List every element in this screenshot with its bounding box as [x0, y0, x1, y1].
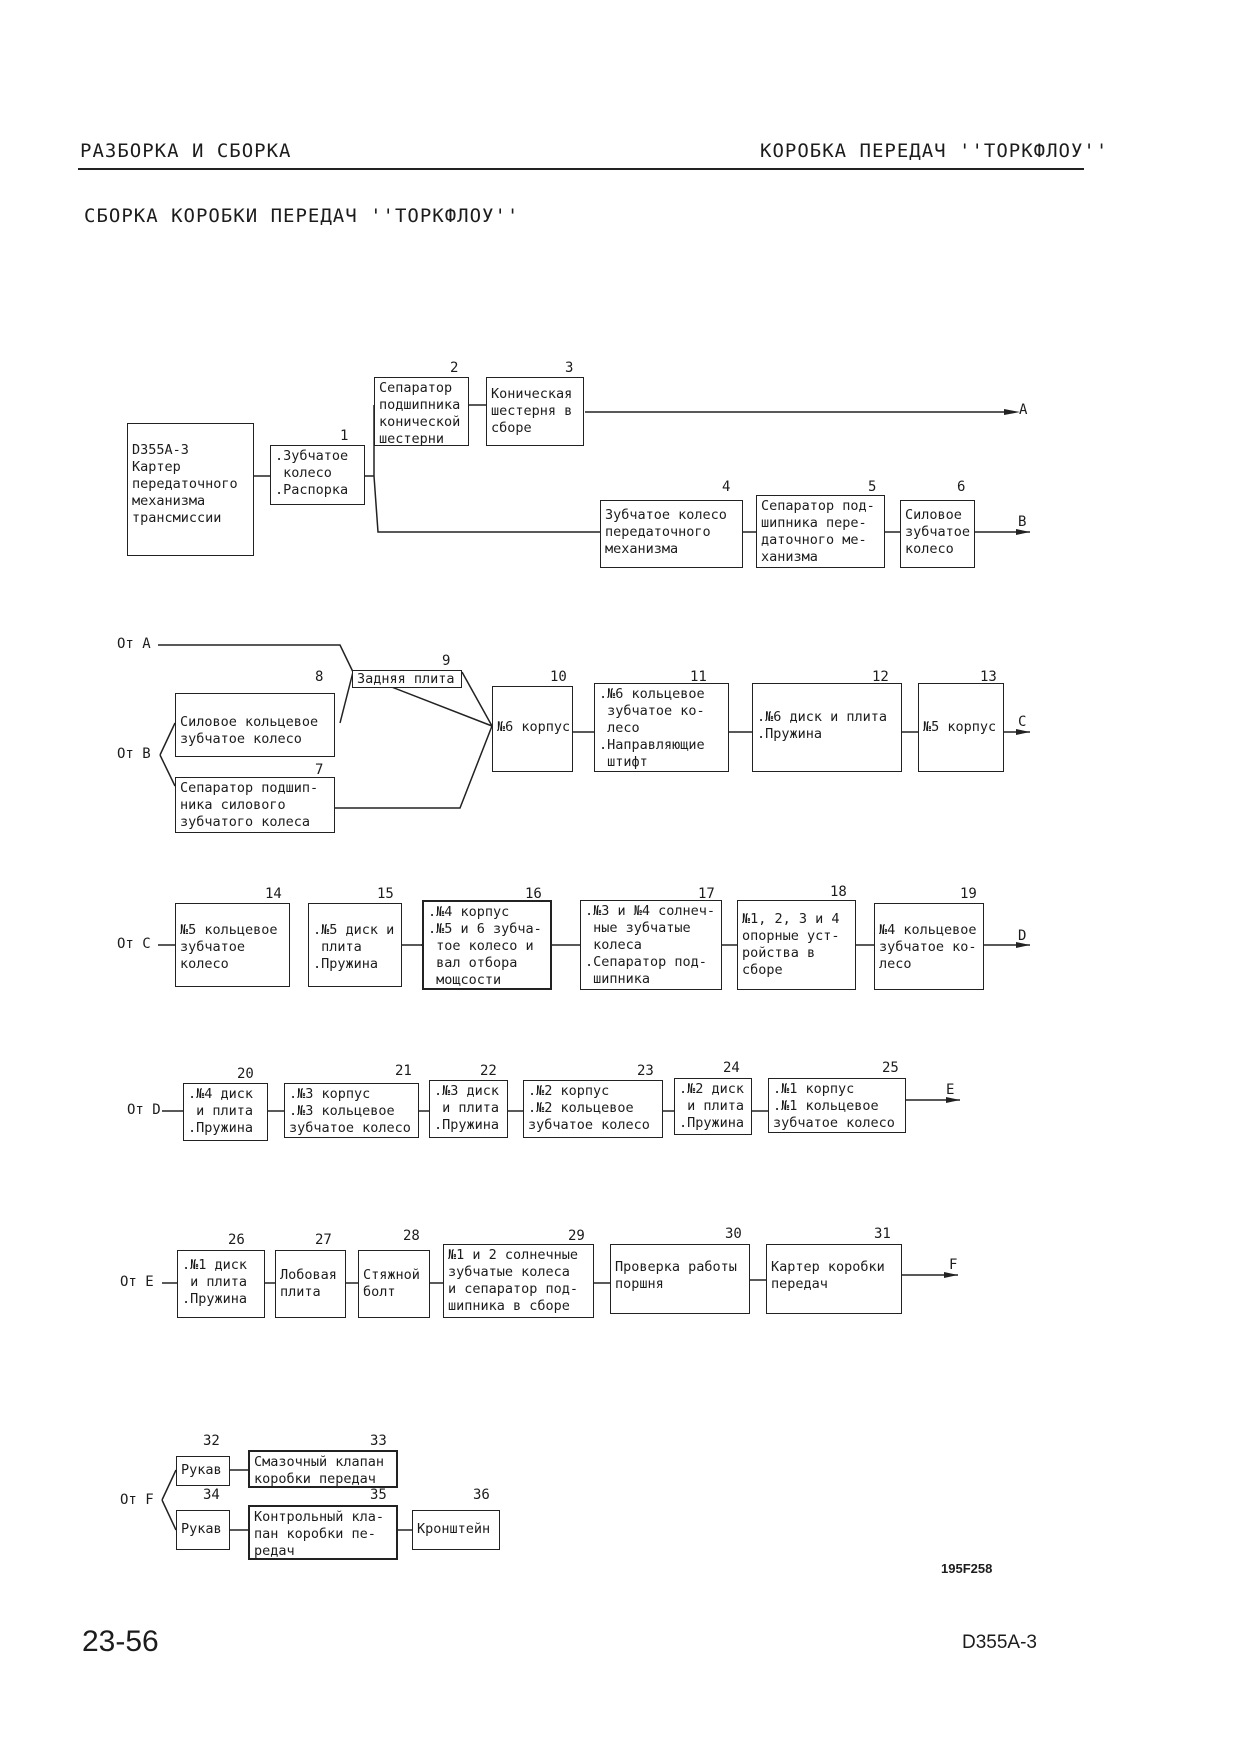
step-number: 18 — [830, 884, 847, 900]
section-title-left: РАЗБОРКА И СБОРКА — [80, 140, 292, 162]
step-number: 31 — [874, 1226, 891, 1242]
step-number: 15 — [377, 886, 394, 902]
box-22: .№3 диск и плита .Пружина — [429, 1080, 508, 1138]
step-number: 6 — [957, 479, 966, 495]
step-number: 30 — [725, 1226, 742, 1242]
page-number: 23-56 — [82, 1625, 159, 1658]
connector-out-d: D — [1018, 928, 1027, 944]
step-number: 13 — [980, 669, 997, 685]
step-number: 11 — [690, 669, 707, 685]
connector-from-b: От B — [117, 746, 151, 762]
box-6: Силовое зубчатое колесо — [900, 500, 975, 568]
step-number: 34 — [203, 1487, 220, 1503]
step-number: 8 — [315, 669, 324, 685]
step-number: 7 — [315, 762, 324, 778]
box-16: .№4 корпус .№5 и 6 зубча- тое колесо и в… — [422, 900, 552, 990]
step-number: 5 — [868, 479, 877, 495]
header-rule — [78, 168, 1084, 170]
connector-out-a: A — [1019, 402, 1028, 418]
step-number: 20 — [237, 1066, 254, 1082]
step-number: 24 — [723, 1060, 740, 1076]
box-32: Рукав — [176, 1456, 230, 1486]
box-2: Сепаратор подшипника конической шестерни — [374, 377, 469, 446]
box-10: №6 корпус — [492, 686, 573, 772]
step-number: 25 — [882, 1060, 899, 1076]
step-number: 36 — [473, 1487, 490, 1503]
step-number: 4 — [722, 479, 731, 495]
step-number: 29 — [568, 1228, 585, 1244]
box-23: .№2 корпус .№2 кольцевое зубчатое колесо — [523, 1080, 663, 1138]
connector-out-b: B — [1018, 514, 1027, 530]
step-number: 2 — [450, 360, 459, 376]
box-35: Контрольный кла- пан коробки пе- редач — [248, 1505, 398, 1560]
connector-from-c: От C — [117, 936, 151, 952]
box-13: №5 корпус — [918, 683, 1004, 772]
box-4: Зубчатое колесо передаточного механизма — [600, 500, 743, 568]
connector-from-e: От E — [120, 1274, 154, 1290]
box-26: .№1 диск и плита .Пружина — [177, 1250, 265, 1318]
box-28: Стяжной болт — [358, 1250, 430, 1318]
step-number: 28 — [403, 1228, 420, 1244]
box-11: .№6 кольцевое зубчатое ко- лесо .Направл… — [594, 683, 729, 772]
box-25: .№1 корпус .№1 кольцевое зубчатое колесо — [768, 1078, 906, 1133]
step-number: 23 — [637, 1063, 654, 1079]
box-19: №4 кольцевое зубчатое ко- лесо — [874, 903, 984, 990]
connector-out-e: E — [946, 1082, 955, 1098]
box-14: №5 кольцевое зубчатое колесо — [175, 903, 290, 987]
figure-code: 195F258 — [941, 1561, 993, 1576]
box-17: .№3 и №4 солнеч- ные зубчатые колеса .Се… — [580, 900, 722, 990]
box-36: Кронштейн — [412, 1510, 500, 1550]
step-number: 35 — [370, 1487, 387, 1503]
step-number: 12 — [872, 669, 889, 685]
page-title: СБОРКА КОРОБКИ ПЕРЕДАЧ ''ТОРКФЛОУ'' — [84, 205, 520, 227]
box-3: Коническая шестерня в сборе — [486, 377, 584, 446]
step-number: 1 — [340, 428, 349, 444]
connector-from-d: От D — [127, 1102, 161, 1118]
box-15: .№5 диск и плита .Пружина — [308, 903, 402, 987]
box-18: №1, 2, 3 и 4 опорные уст- ройства в сбор… — [737, 900, 856, 990]
box-12: .№6 диск и плита .Пружина — [752, 683, 902, 772]
box-24: .№2 диск и плита .Пружина — [674, 1078, 752, 1135]
section-title-right: КОРОБКА ПЕРЕДАЧ ''ТОРКФЛОУ'' — [760, 140, 1109, 162]
box-7: Сепаратор подшип- ника силового зубчатог… — [175, 777, 335, 833]
box-21: .№3 корпус .№3 кольцевое зубчатое колесо — [284, 1083, 419, 1138]
connector-from-f: От F — [120, 1492, 154, 1508]
model-code: D355A-3 — [962, 1632, 1037, 1653]
box-base-housing: D355A-3 Картер передаточного механизма т… — [127, 423, 254, 556]
box-8: Силовое кольцевое зубчатое колесо — [175, 693, 335, 757]
box-31: Картер коробки передач — [766, 1244, 902, 1314]
step-number: 3 — [565, 360, 574, 376]
step-number: 10 — [550, 669, 567, 685]
step-number: 9 — [442, 653, 451, 669]
box-20: .№4 диск и плита .Пружина — [183, 1083, 268, 1141]
box-33: Смазочный клапан коробки передач — [248, 1450, 398, 1488]
box-27: Лобовая плита — [275, 1250, 346, 1318]
box-1: .Зубчатое колесо .Распорка — [270, 445, 365, 505]
step-number: 17 — [698, 886, 715, 902]
box-9: Задняя плита — [352, 670, 462, 688]
step-number: 14 — [265, 886, 282, 902]
box-30: Проверка работы поршня — [610, 1244, 750, 1314]
connector-out-f: F — [949, 1257, 958, 1273]
connector-from-a: От A — [117, 636, 151, 652]
step-number: 21 — [395, 1063, 412, 1079]
step-number: 26 — [228, 1232, 245, 1248]
box-34: Рукав — [176, 1510, 230, 1550]
box-29: №1 и 2 солнечные зубчатые колеса и сепар… — [443, 1244, 594, 1318]
step-number: 19 — [960, 886, 977, 902]
box-5: Сепаратор под- шипника пере- даточного м… — [756, 495, 885, 568]
step-number: 33 — [370, 1433, 387, 1449]
step-number: 27 — [315, 1232, 332, 1248]
step-number: 22 — [480, 1063, 497, 1079]
connector-out-c: C — [1018, 714, 1027, 730]
step-number: 16 — [525, 886, 542, 902]
step-number: 32 — [203, 1433, 220, 1449]
